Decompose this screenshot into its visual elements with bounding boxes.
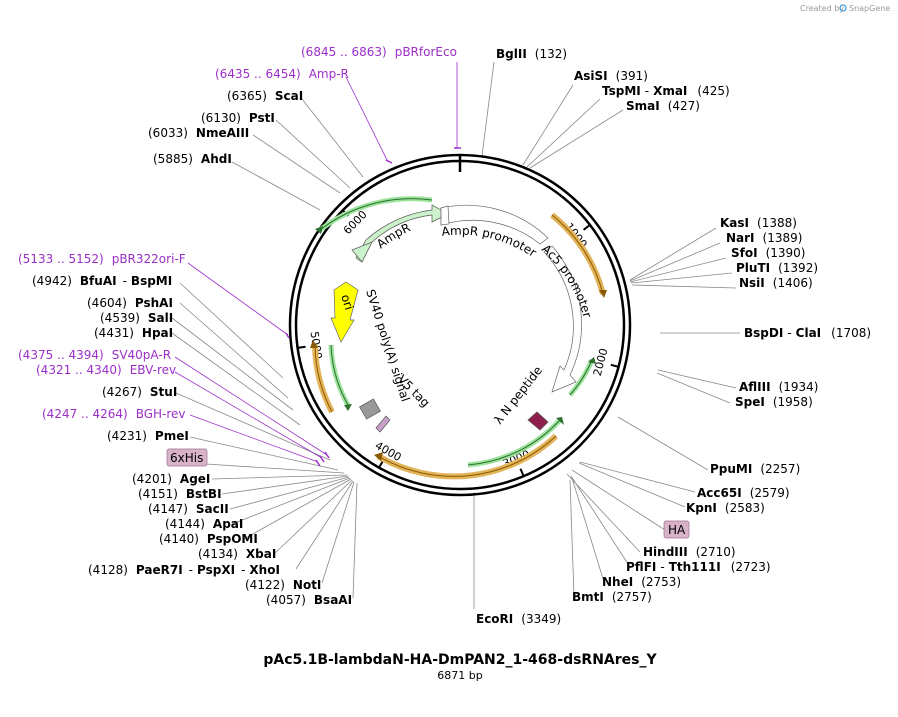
feature-v5-tag[interactable]: V5 tag [375,372,433,433]
site-ppumi[interactable]: PpuMI(2257) [710,462,800,476]
site-tspmi-xmai[interactable]: TspMI-XmaI(425) [602,84,730,98]
green-cds-arcs [315,196,596,468]
primer-pbrforeco[interactable]: (6845 .. 6863)pBRforEco [301,45,457,59]
site-spei[interactable]: SpeI(1958) [735,395,813,409]
site-xbai[interactable]: (4134)XbaI [198,547,276,561]
site-bsaai[interactable]: (4057)BsaAI [266,593,352,607]
primer-pbr322ori-f[interactable]: (5133 .. 5152)pBR322ori-F [18,252,186,266]
site-paer7i-pspxi-xhoi[interactable]: (4128)PaeR7I-PspXI-XhoI [88,563,280,577]
site-nmeaiii[interactable]: (6033)NmeAIII [148,126,249,140]
site-bglii[interactable]: BglII(132) [496,47,567,61]
site-sfoi[interactable]: SfoI(1390) [731,246,805,260]
primer-labels: (6845 .. 6863)pBRforEco (6435 .. 6454)Am… [18,45,457,421]
site-pshai[interactable]: (4604)PshAI [87,296,173,310]
backbone-ticks: 100020003000400050006000 [297,208,619,477]
site-nsii[interactable]: NsiI(1406) [739,276,813,290]
site-kasi[interactable]: KasI(1388) [720,216,797,230]
feature-sv40-polya[interactable]: SV40 poly(A) signal [359,288,413,420]
site-hpai[interactable]: (4431)HpaI [94,326,173,340]
primer-connectors [174,62,458,463]
site-hindiii[interactable]: HindIII(2710) [643,545,736,559]
site-noti[interactable]: (4122)NotI [245,578,321,592]
label-6xhis[interactable]: 6xHis [166,448,208,467]
feature-label-ori: ori [338,293,356,312]
primer-marks [285,147,461,467]
feature-ampr-promoter[interactable]: AmpR promoter [440,204,549,260]
site-sacii[interactable]: (4147)SacII [148,502,229,516]
site-ahdi[interactable]: (5885)AhdI [153,152,232,166]
backbone-tick-mark [519,468,525,477]
snapgene-credit[interactable]: Created by SnapGene [800,4,890,13]
site-stui[interactable]: (4267)StuI [102,385,177,399]
primer-ebv-rev[interactable]: (4321 .. 4340)EBV-rev [36,363,176,377]
primer-amp-r[interactable]: (6435 .. 6454)Amp-R [215,67,349,81]
site-connectors [171,61,740,609]
site-apai[interactable]: (4144)ApaI [165,517,243,531]
site-pflfi-tth111i[interactable]: PflFI-Tth111I(2723) [626,560,771,574]
site-sali[interactable]: (4539)SalI [100,311,173,325]
site-bspdi-clai[interactable]: BspDI-ClaI(1708) [744,326,871,340]
site-bfuai-bspmi[interactable]: (4942)BfuAI-BspMI [32,274,172,288]
site-psti[interactable]: (6130)PstI [201,111,275,125]
site-nari[interactable]: NarI(1389) [726,231,802,245]
plasmid-length: 6871 bp [437,669,482,682]
plasmid-title: pAc5.1B-lambdaN-HA-DmPAN2_1-468-dsRNAres… [263,652,657,668]
site-pmei[interactable]: (4231)PmeI [107,429,189,443]
feature-lambda-n-peptide[interactable]: λ N peptide [491,364,549,431]
backbone-tick-mark [582,224,591,231]
credit-brand: SnapGene [849,4,890,13]
credit-text: Created by [800,4,844,13]
site-afliii[interactable]: AflIII(1934) [739,380,818,394]
site-pspomi[interactable]: (4140)PspOMI [159,532,258,546]
restriction-sites: BglII(132) AsiSI(391) TspMI-XmaI(425) Sm… [32,47,871,626]
backbone [288,153,632,497]
site-acc65i[interactable]: Acc65I(2579) [697,486,790,500]
feature-ori[interactable]: ori [330,281,359,343]
primer-bgh-rev[interactable]: (4247 .. 4264)BGH-rev [42,407,186,421]
site-kpni[interactable]: KpnI(2583) [686,501,765,515]
primer-sv40pa-r[interactable]: (4375 .. 4394)SV40pA-R [18,348,171,362]
site-bstbi[interactable]: (4151)BstBI [138,487,222,501]
outer-cds-arcs [310,212,607,480]
site-ecori[interactable]: EcoRI(3349) [476,612,561,626]
site-pluti[interactable]: PluTI(1392) [736,261,818,275]
site-bmti[interactable]: BmtI(2757) [572,590,652,604]
site-scai[interactable]: (6365)ScaI [227,89,303,103]
site-agei[interactable]: (4201)AgeI [132,472,210,486]
feature-ampr[interactable]: AmpR [351,204,449,263]
site-nhei[interactable]: NheI(2753) [602,575,681,589]
site-asisi[interactable]: AsiSI(391) [574,69,648,83]
snapgene-logo-icon [839,4,847,12]
boxed-label-6xhis: 6xHis [170,451,203,465]
boxed-label-ha: HA [668,523,686,537]
label-ha[interactable]: HA [663,520,690,539]
backbone-tick-mark [610,363,619,368]
backbone-tick-mark [297,345,306,349]
site-smai[interactable]: SmaI(427) [626,99,700,113]
